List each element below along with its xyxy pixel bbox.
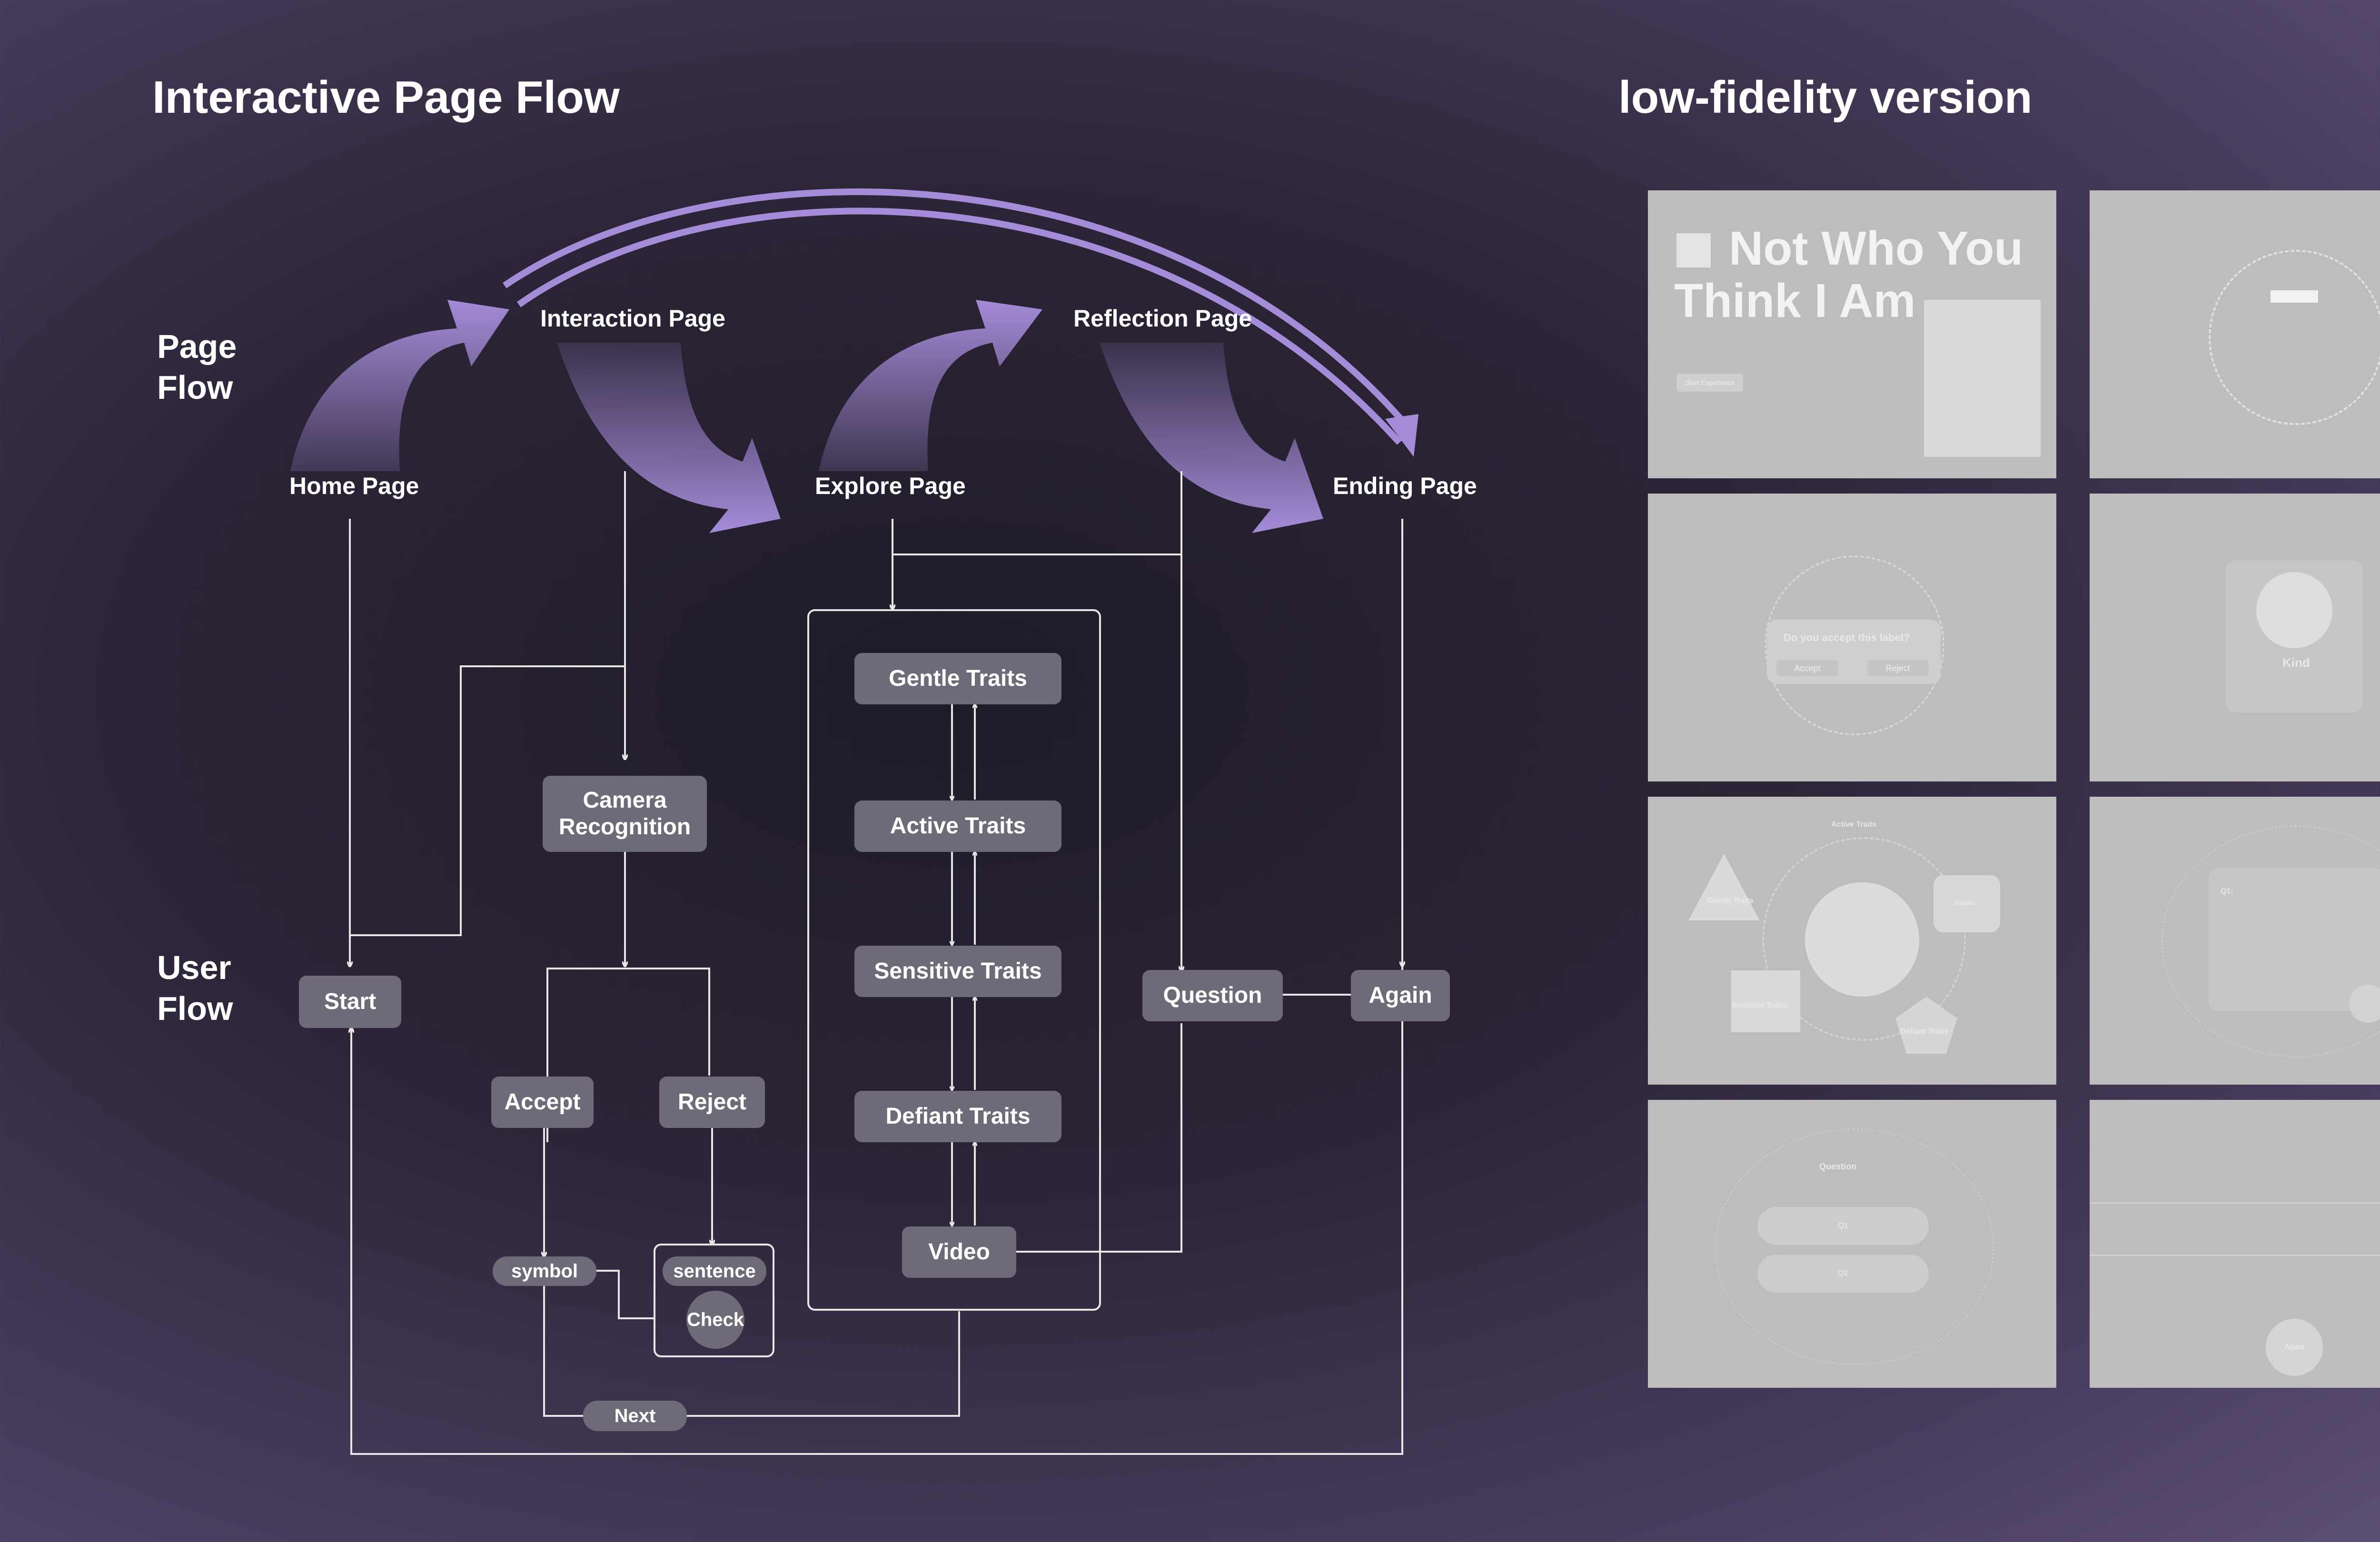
label-prompt: Do you accept this label? [1784,632,1910,643]
wf-gentle-label: Gentle Traits [1707,897,1754,905]
identifying-bar [2271,290,2318,303]
ending-line-1 [2090,1202,2380,1204]
page-label-reflection: Reflection Page [1073,305,1252,332]
wireframe-identifying [2090,190,2380,478]
gentle-traits-node: Gentle Traits [854,653,1061,704]
check-node: Check [686,1291,744,1349]
page-flow-arrow-reflection-ending [1100,343,1323,533]
wireframe-question: Question Q1 Q2 [1648,1100,2056,1388]
wireframe-explore: Gentle Traits Active Traits video Sensit… [1648,797,2056,1085]
question-ring [1715,1128,1994,1365]
explore-center [1805,882,1919,997]
wireframe-home: Not Who You Think I Am Start Experience [1648,190,2056,478]
gentle-triangle [1688,854,1760,920]
wf-again-button: Again [2266,1319,2323,1376]
symbol-node: symbol [493,1256,596,1286]
start-experience-button: Start Experience [1676,374,1743,392]
next-node: Next [583,1401,687,1431]
page-label-interaction: Interaction Page [540,305,725,332]
camera-placeholder [1924,300,2041,457]
start-node: Start [299,976,401,1028]
sensitive-square [1731,970,1800,1032]
ending-line-2 [2090,1255,2380,1256]
kind-avatar [2256,572,2332,648]
wireframe-kind: Kind [2090,494,2380,781]
video-shape [1934,875,2000,932]
wf-video-label: video [1955,899,1975,907]
active-traits-node: Active Traits [854,801,1061,852]
video-node: Video [902,1226,1016,1278]
wf-sensitive-label: Sensitive Traits [1731,1001,1787,1009]
wf-headline-1: Not Who You [1729,222,2023,275]
page-flow-arrow-interaction-explore [557,343,781,533]
question-card [2209,868,2380,1011]
reject-node: Reject [659,1077,765,1128]
wf-reject-button: Reject [1867,660,1929,676]
defiant-traits-node: Defiant Traits [854,1091,1061,1142]
accept-node: Accept [491,1077,594,1128]
wf-defiant-label: Defiant Traits [1900,1028,1949,1036]
page-label-home: Home Page [289,473,419,499]
sensitive-traits-node: Sensitive Traits [854,946,1061,997]
logo-square [1676,233,1711,267]
kind-label: Kind [2282,655,2310,670]
wireframes-title: low-fidelity version [1618,72,2033,123]
wf-q-label: Q1: [2221,887,2233,895]
wf-question-title: Question [1819,1162,1857,1171]
wf-accept-button: Accept [1776,660,1838,676]
wf-option-1: Q1 [1757,1207,1929,1245]
identifying-ring [2209,250,2380,425]
wf-active-label: Active Traits [1831,820,1877,829]
diagram-title: Interactive Page Flow [152,72,620,123]
wf-option-2: Q2 [1757,1255,1929,1293]
wf-headline-2: Think I Am [1674,274,1916,327]
page-flow-arc-interaction-ending [503,188,1412,445]
wireframe-ending: Again [2090,1100,2380,1388]
page-label-explore: Explore Page [815,473,966,499]
page-flow-arrow-explore-reflection [819,300,1042,471]
question-dot [2349,985,2380,1023]
question-node: Question [1142,970,1283,1021]
sentence-node: sentence [663,1256,766,1286]
wireframe-accept-label: Do you accept this label? Accept Reject [1648,494,2056,781]
page-flow-arrow-home-interaction [290,300,509,471]
explore-orbit [1762,837,1966,1041]
wireframe-question-detail: Q1: [2090,797,2380,1085]
again-node: Again [1351,970,1450,1021]
page-label-ending: Ending Page [1333,473,1477,499]
label-ring [1765,555,1944,735]
